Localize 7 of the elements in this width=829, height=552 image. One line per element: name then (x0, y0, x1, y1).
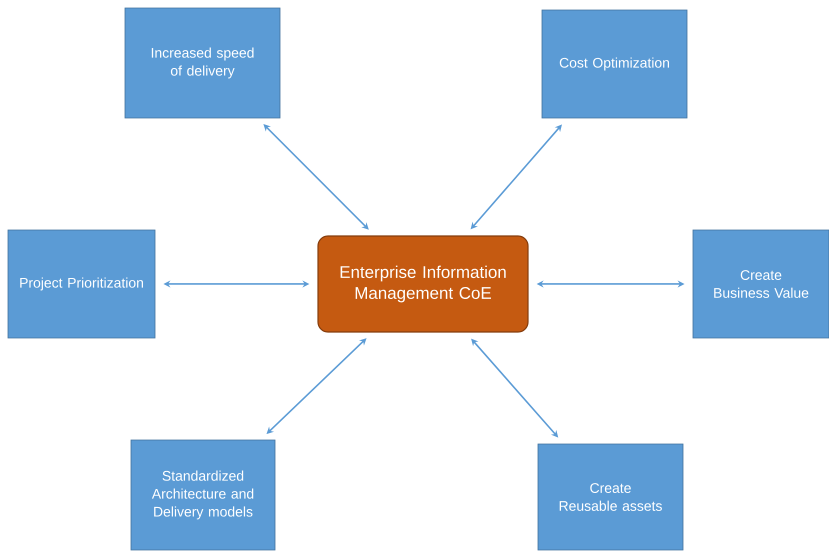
benefit-box: Increased speed of delivery (124, 8, 280, 118)
center-box: Enterprise Information Management CoE (317, 235, 529, 333)
benefit-box: Cost Optimization (542, 10, 688, 118)
benefit-box: Standardized Architecture and Delivery models (130, 440, 276, 550)
benefit-box: Project Prioritization (8, 230, 156, 338)
benefit-box: Create Reusable assets (538, 444, 684, 550)
benefit-box: Create Business Value (692, 230, 829, 338)
